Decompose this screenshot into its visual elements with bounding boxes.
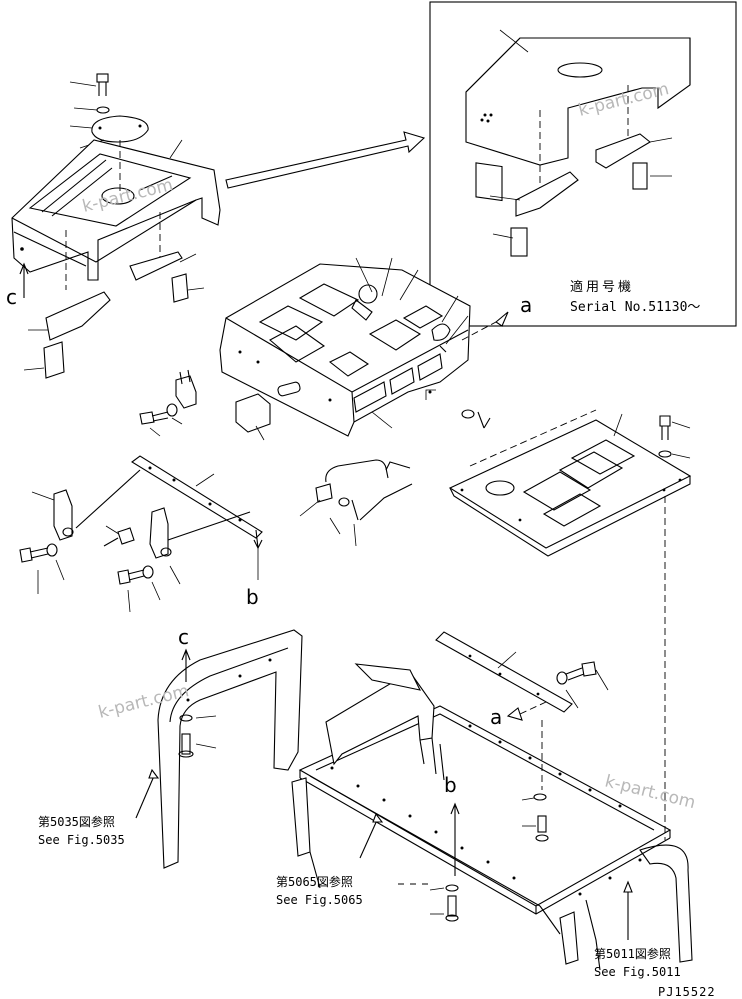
view-label-a-top: a [520,293,532,317]
inset-cover [465,37,691,202]
block-left [43,341,65,379]
ref-5065-jp: 第5065図参照 [276,874,353,889]
inset-pad-left [510,171,579,257]
main-cover-assembly: a [219,257,532,441]
view-label-a-bottom: a [490,705,502,729]
inset-box: 適用号機 Serial No.51130～ [429,1,737,327]
inset-serial-en: Serial No.51130～ [570,300,700,315]
ref-5011-en: See Fig.5011 [594,965,681,979]
drawing-code: PJ15522 [658,985,716,999]
old-cover-assembly: c [6,73,221,379]
view-label-b-bottom: b [444,773,457,797]
pad-right [129,251,183,281]
pad-left [45,291,111,341]
bumper-center [149,507,169,559]
view-label-c-left: c [6,285,17,309]
bracket-strip [131,455,263,539]
ref-5035-en: See Fig.5035 [38,833,125,847]
upgrade-arrow [225,131,426,189]
block-right [171,273,189,303]
floor-plate [299,409,692,840]
grommet [235,393,271,433]
ref-5065-en: See Fig.5065 [276,893,363,907]
inset-serial-jp: 適用号機 [570,279,634,295]
cab-frame: a b [291,631,693,971]
frame-bracket [435,631,573,713]
washer-top [96,106,110,114]
watermark-4: k-part.com [603,771,698,813]
view-label-b-top: b [246,585,259,609]
latch-ring [358,284,378,304]
bracket-assembly: b [19,369,263,613]
view-label-c-top: c [178,625,189,649]
inset-pad-right [595,133,651,190]
cover-plate [91,115,149,143]
ref-5011-jp: 第5011図参照 [594,946,671,961]
ref-5035-jp: 第5035図参照 [38,814,115,829]
bolt-top [96,73,109,83]
left-frame: c [135,625,303,869]
